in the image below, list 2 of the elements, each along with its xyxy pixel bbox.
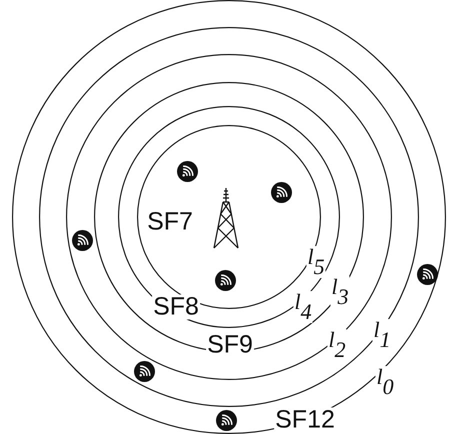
zone-label: SF12 (274, 408, 336, 432)
zone-label: SF8 (152, 294, 200, 320)
